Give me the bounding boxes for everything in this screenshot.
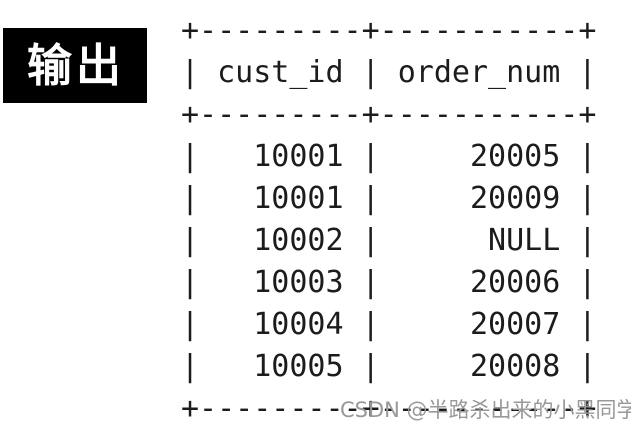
output-label-text: 输出 [26,39,125,92]
csdn-watermark: CSDN @半路杀出来的小黑同学 [340,398,631,422]
console-table: +---------+-----------+ | cust_id | orde… [181,13,597,426]
output-label: 输出 [3,28,147,103]
